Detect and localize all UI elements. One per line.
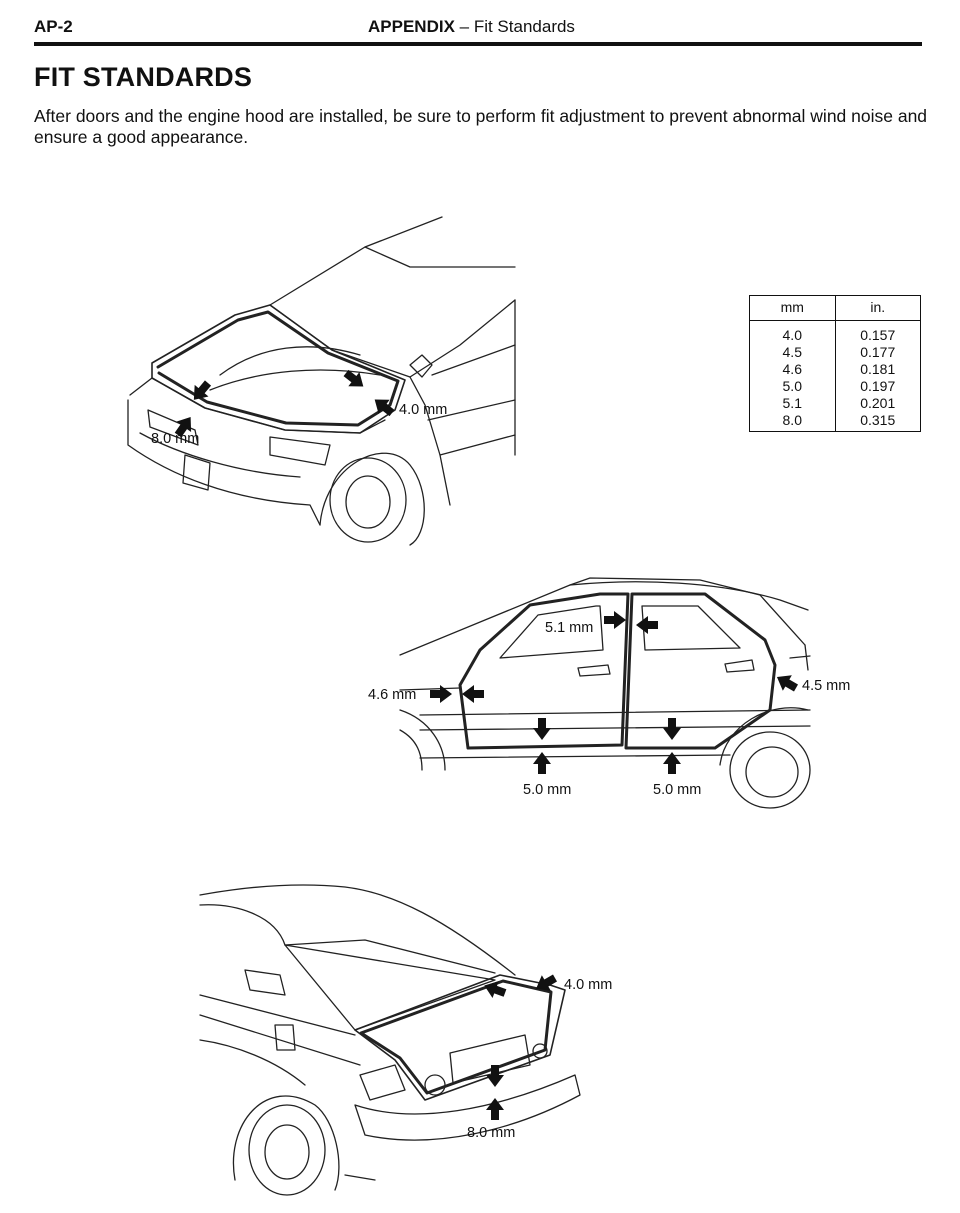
- gap-arrow-icon: [533, 718, 551, 740]
- page-header: AP-2 APPENDIX – Fit Standards: [34, 14, 922, 46]
- hood-front-gap-label: 8.0 mm: [151, 431, 199, 447]
- gap-arrow-icon: [604, 611, 626, 629]
- gap-arrow-icon: [430, 685, 452, 703]
- mm-column: 4.0 4.5 4.6 5.0 5.1 8.0: [750, 321, 836, 431]
- section-name: APPENDIX: [368, 17, 455, 36]
- car-front-drawing: [127, 216, 516, 546]
- gap-arrow-icon: [531, 970, 560, 997]
- gap-arrow-icon: [462, 685, 484, 703]
- intro-paragraph: After doors and the engine hood are inst…: [34, 106, 928, 147]
- table-body: 4.0 4.5 4.6 5.0 5.1 8.0 0.157 0.177 0.18…: [750, 321, 920, 431]
- mm-value: 4.5: [782, 344, 802, 360]
- inch-value: 0.177: [860, 344, 896, 360]
- trunk-bottom-gap-label: 8.0 mm: [467, 1125, 515, 1141]
- table-header-row: mm in.: [750, 296, 920, 321]
- mm-to-inch-table: mm in. 4.0 4.5 4.6 5.0 5.1 8.0 0.157 0.1…: [749, 295, 921, 432]
- gap-arrow-icon: [663, 718, 681, 740]
- door-top-gap-label: 5.1 mm: [545, 620, 593, 636]
- door-front-gap-label: 4.6 mm: [368, 687, 416, 703]
- hood-fit-diagram: 4.0 mm 8.0 mm: [127, 216, 516, 546]
- rear-door-bottom-gap-label: 5.0 mm: [653, 782, 701, 798]
- gap-arrow-icon: [486, 1065, 504, 1087]
- subsection-name: Fit Standards: [473, 17, 575, 36]
- trunk-fit-diagram: 4.0 mm 8.0 mm: [199, 884, 612, 1196]
- mm-value: 5.1: [782, 395, 802, 411]
- trunk-side-gap-label: 4.0 mm: [564, 977, 612, 993]
- car-rear-drawing: [199, 884, 581, 1196]
- inch-value: 0.197: [860, 378, 896, 394]
- gap-arrow-icon: [533, 752, 551, 774]
- hood-side-gap-label: 4.0 mm: [399, 402, 447, 418]
- mm-value: 4.0: [782, 327, 802, 343]
- mm-value: 5.0: [782, 378, 802, 394]
- door-fit-diagram: 5.1 mm 4.6 mm 4.5 mm 5.0 mm 5.0 mm: [368, 577, 850, 809]
- gap-arrow-icon: [340, 365, 369, 394]
- front-door-bottom-gap-label: 5.0 mm: [523, 782, 571, 798]
- page-number: AP-2: [34, 17, 73, 36]
- column-header-inch: in.: [870, 299, 886, 315]
- column-header-mm: mm: [750, 296, 836, 320]
- gap-arrow-icon: [772, 669, 801, 696]
- car-side-drawing: [399, 577, 811, 809]
- inch-column: 0.157 0.177 0.181 0.197 0.201 0.315: [836, 321, 921, 431]
- inch-value: 0.181: [860, 361, 896, 377]
- mm-value: 4.6: [782, 361, 802, 377]
- inch-value: 0.157: [860, 327, 896, 343]
- inch-value: 0.201: [860, 395, 896, 411]
- inch-value: 0.315: [860, 412, 896, 428]
- gap-arrow-icon: [636, 616, 658, 634]
- door-rear-gap-label: 4.5 mm: [802, 678, 850, 694]
- title-separator: –: [454, 17, 474, 36]
- running-title: APPENDIX – Fit Standards: [368, 17, 575, 37]
- page-title: FIT STANDARDS: [34, 62, 253, 92]
- mm-value: 8.0: [782, 412, 802, 428]
